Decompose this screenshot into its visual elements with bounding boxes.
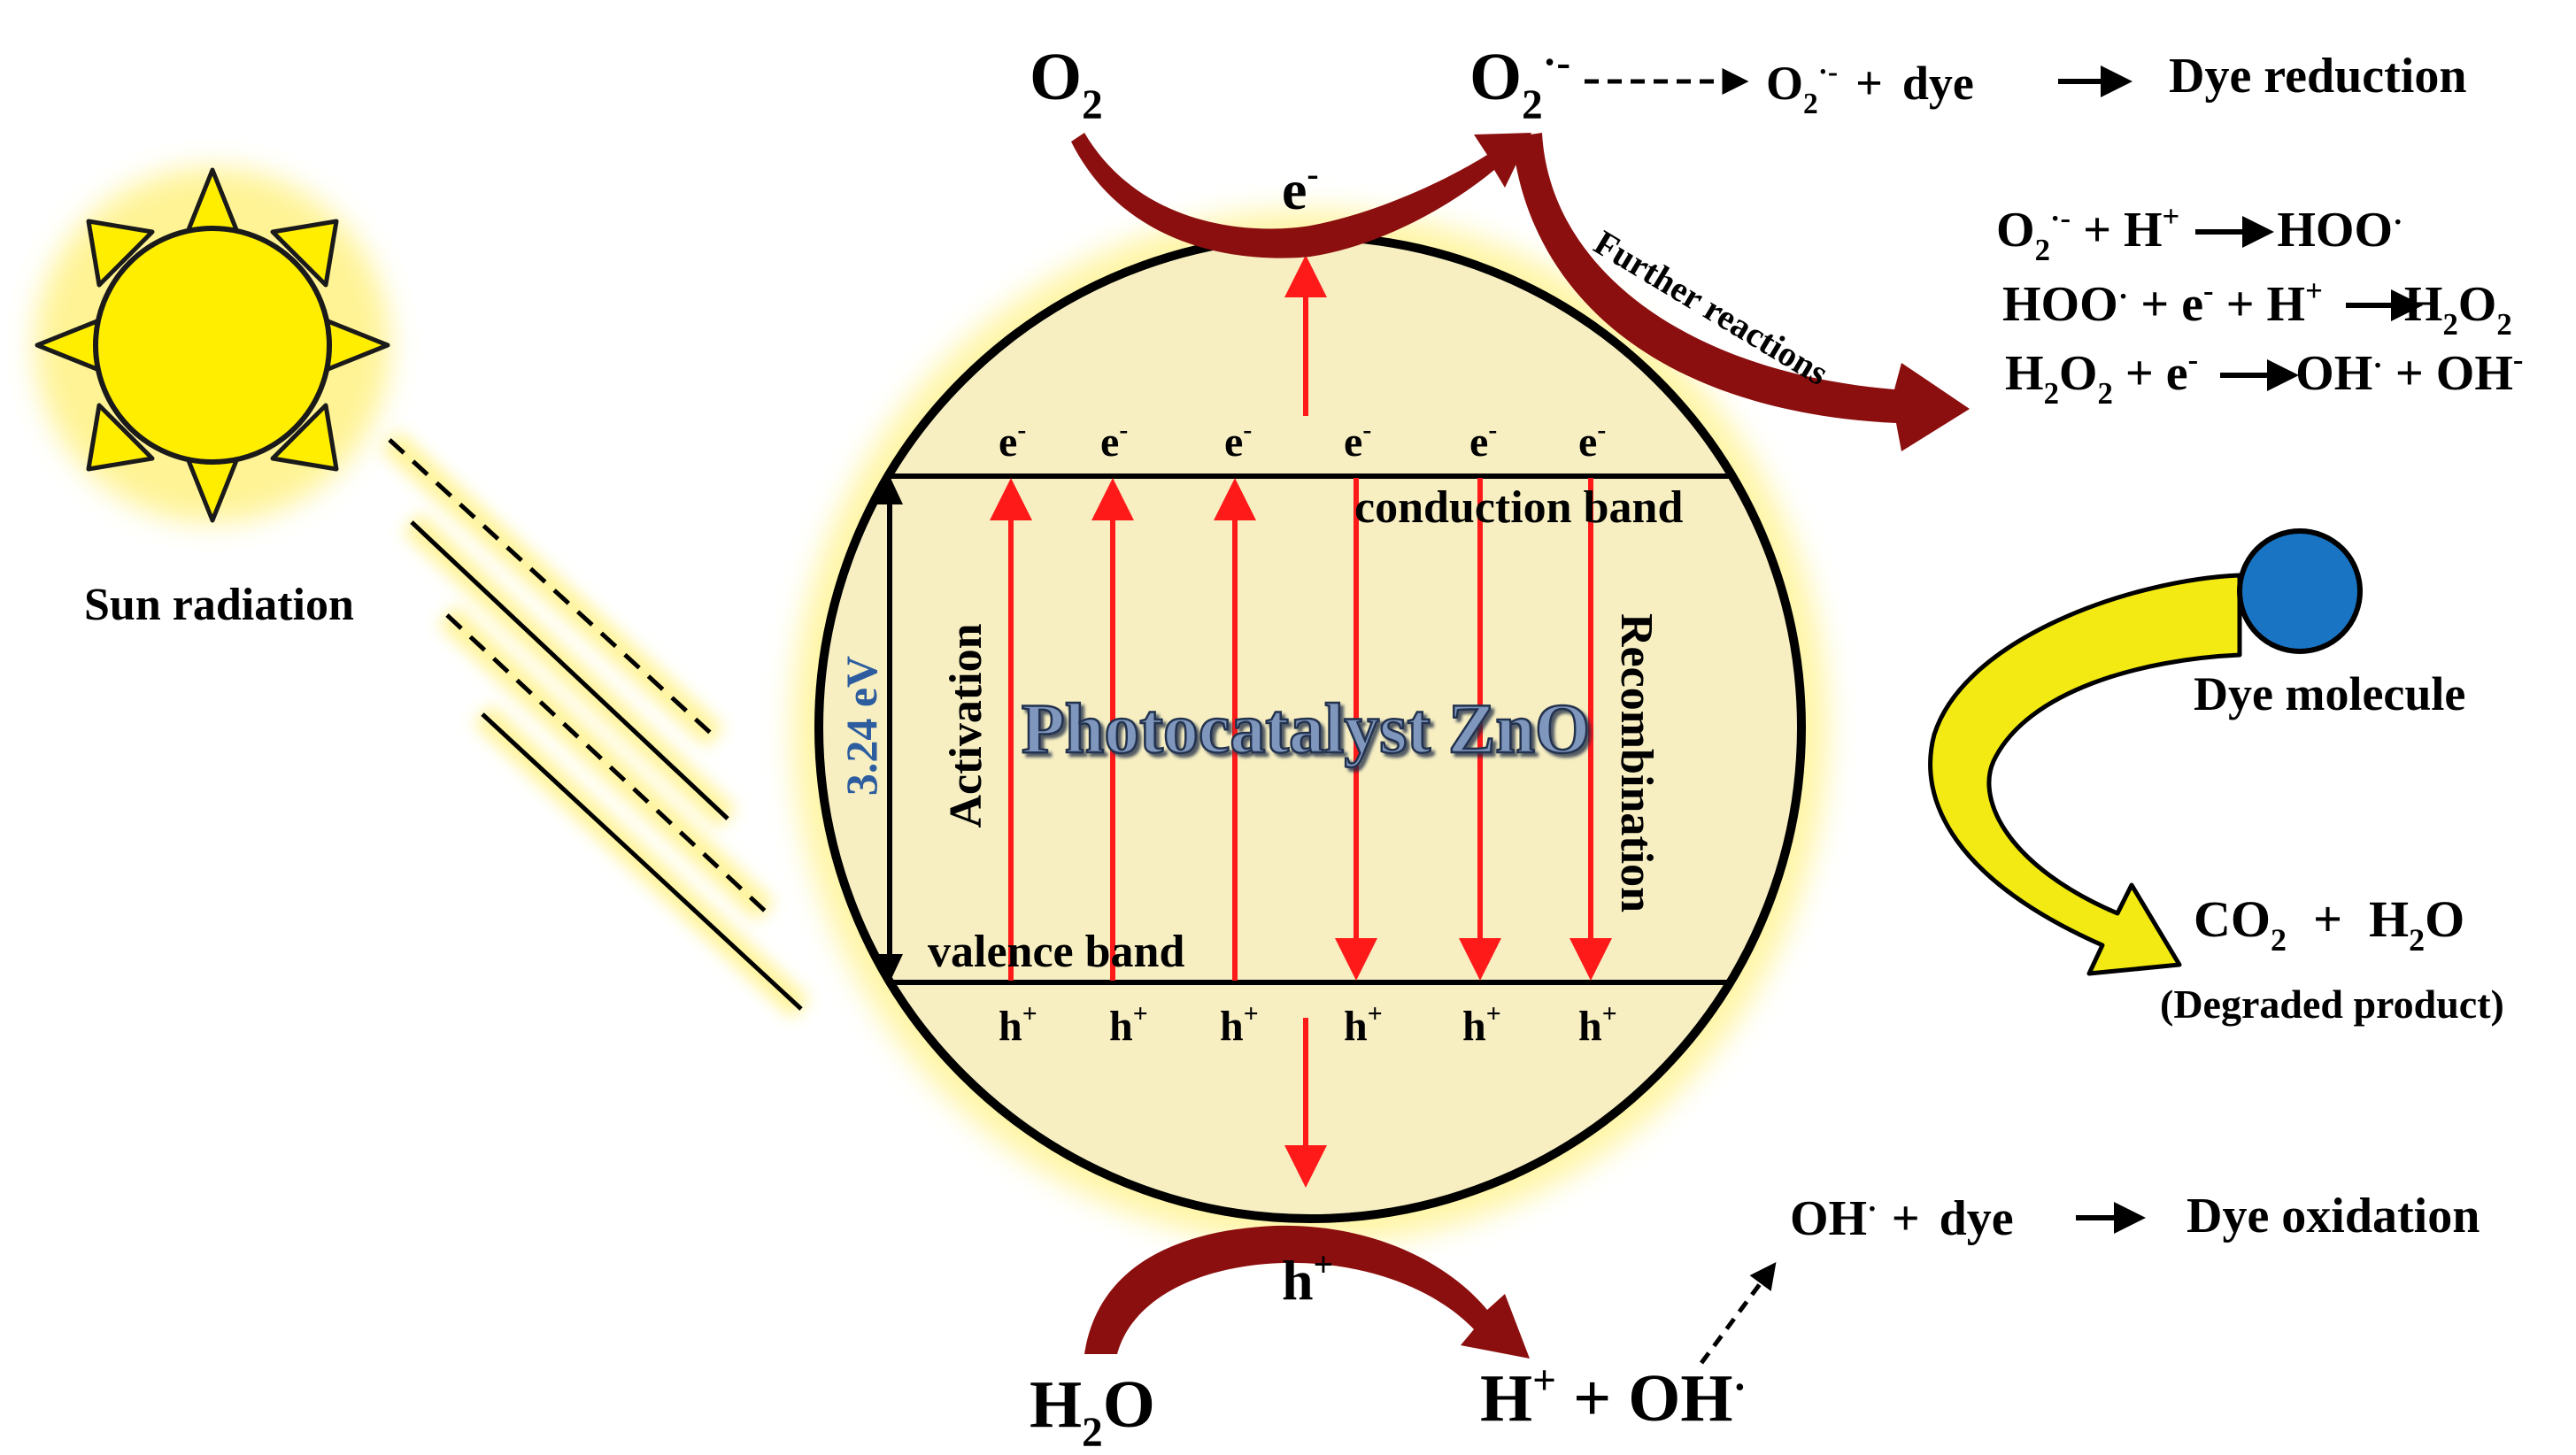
particle-title: Photocatalyst ZnO bbox=[1022, 690, 1590, 768]
reaction-2: HOO· + e- + H+H2O2 bbox=[2002, 273, 2512, 342]
dye-reduction-label: Dye reduction bbox=[2169, 49, 2467, 104]
o2-label: O2 bbox=[1030, 40, 1103, 128]
band-gap-label: 3.24 eV bbox=[837, 656, 886, 796]
hole-label: h+ bbox=[1220, 999, 1259, 1050]
electron-label: e- bbox=[1224, 415, 1252, 466]
bottom-reactions: h+ H2O H+ + OH· OH·+dye Dye oxidation bbox=[1030, 1189, 2480, 1455]
further-reactions-arrow bbox=[1512, 133, 1970, 451]
radiation-line bbox=[481, 712, 803, 1011]
recombination-label: Recombination bbox=[1611, 613, 1662, 912]
hole-label: h+ bbox=[1578, 999, 1617, 1050]
dye-degradation: Dye molecule CO2+H2O (Degraded product) bbox=[1928, 528, 2504, 1027]
hole-label: h+ bbox=[999, 999, 1037, 1050]
degradation-yellow-arrow bbox=[1928, 573, 2242, 976]
top-electron-label: e- bbox=[1282, 155, 1319, 221]
radical-reactions: O2·- + H+HOO· HOO· + e- + H+H2O2 H2O2 + … bbox=[1996, 199, 2523, 411]
reaction-1: O2·- + H+HOO· bbox=[1996, 199, 2403, 267]
degraded-products-equation: CO2+H2O bbox=[2194, 890, 2464, 958]
dye-molecule-label: Dye molecule bbox=[2194, 667, 2465, 720]
h-plus-oh-label: H+ + OH· bbox=[1480, 1358, 1747, 1436]
recombination-arrows bbox=[1335, 478, 1612, 981]
radiation-line bbox=[445, 613, 767, 913]
bottom-curved-arrow bbox=[1084, 1225, 1530, 1359]
electron-label: e- bbox=[1100, 415, 1128, 466]
water-label: H2O bbox=[1030, 1367, 1155, 1455]
zno-particle: e- e- e- e- e- e- h+ h+ h+ h+ h+ h+ cond… bbox=[792, 210, 1828, 1245]
dashed-arrow-dye-oxidation bbox=[1699, 1261, 1777, 1365]
electron-label: e- bbox=[1469, 415, 1497, 466]
top-curved-arrow bbox=[1071, 133, 1531, 258]
dye-molecule-icon bbox=[2237, 528, 2363, 654]
electron-label: e- bbox=[1344, 415, 1371, 466]
sun-label: Sun radiation bbox=[84, 580, 354, 630]
activation-arrows bbox=[990, 478, 1256, 981]
electron-label: e- bbox=[1578, 415, 1606, 466]
electron-label: e- bbox=[999, 415, 1026, 466]
activation-label: Activation bbox=[941, 623, 991, 828]
hole-label: h+ bbox=[1344, 999, 1383, 1050]
reaction-3: H2O2 + e-OH· + OH- bbox=[2005, 343, 2523, 411]
electron-row: e- e- e- e- e- e- bbox=[999, 415, 1606, 466]
bottom-hole-label: h+ bbox=[1282, 1245, 1333, 1312]
hole-label: h+ bbox=[1462, 999, 1501, 1050]
hole-label: h+ bbox=[1109, 999, 1148, 1050]
sun-group: Sun radiation bbox=[35, 167, 390, 630]
dye-reduction-equation: O2·-+dye bbox=[1766, 56, 1974, 120]
superoxide-label: O2·- bbox=[1469, 40, 1570, 128]
dye-oxidation-label: Dye oxidation bbox=[2187, 1189, 2480, 1243]
conduction-band-label: conduction band bbox=[1354, 482, 1683, 533]
sun-icon bbox=[35, 167, 390, 523]
radiation-line bbox=[410, 520, 729, 820]
valence-band-label: valence band bbox=[928, 927, 1184, 977]
radiation-line bbox=[388, 438, 717, 739]
hole-row: h+ h+ h+ h+ h+ h+ bbox=[999, 999, 1617, 1050]
degraded-product-label: (Degraded product) bbox=[2160, 982, 2504, 1027]
radiation-lines bbox=[380, 429, 811, 1020]
dye-oxidation-equation: OH·+dye bbox=[1790, 1191, 2014, 1246]
